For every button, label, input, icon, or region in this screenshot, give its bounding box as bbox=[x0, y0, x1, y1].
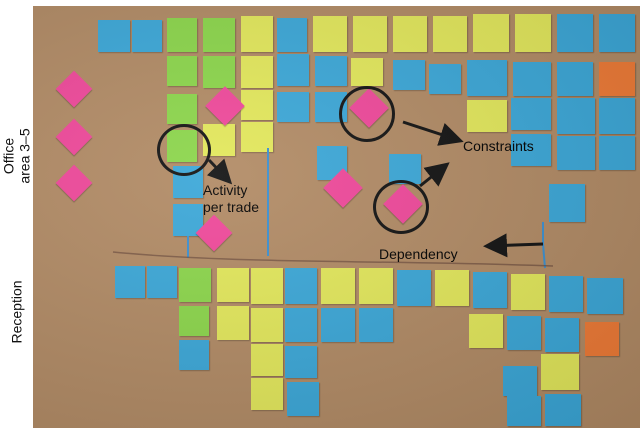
sticky-note bbox=[393, 60, 425, 90]
sticky-note bbox=[251, 344, 283, 376]
sticky-note bbox=[241, 16, 273, 52]
sticky-note bbox=[321, 268, 355, 304]
highlight-circle bbox=[373, 180, 429, 234]
sticky-note bbox=[507, 316, 541, 350]
sticky-note bbox=[179, 340, 209, 370]
sticky-note bbox=[241, 56, 273, 88]
sticky-note bbox=[179, 306, 209, 336]
sticky-note bbox=[203, 56, 235, 88]
sticky-note bbox=[585, 322, 619, 356]
sticky-note bbox=[503, 366, 537, 396]
sticky-note bbox=[513, 62, 551, 96]
arrow-to-constraints-2 bbox=[419, 162, 450, 188]
sticky-note bbox=[541, 354, 579, 390]
sticky-note bbox=[217, 306, 249, 340]
sticky-note bbox=[587, 278, 623, 314]
sticky-note bbox=[511, 98, 551, 130]
arrow-dependency bbox=[483, 233, 544, 258]
sticky-note bbox=[115, 266, 145, 298]
reception-text: Reception bbox=[8, 280, 25, 344]
sticky-note bbox=[147, 266, 177, 298]
sticky-note bbox=[98, 20, 130, 52]
constraints-label: Constraints bbox=[463, 138, 534, 154]
sticky-note bbox=[132, 20, 162, 52]
sticky-note bbox=[435, 270, 469, 306]
sticky-note bbox=[599, 14, 635, 52]
sticky-note bbox=[179, 268, 211, 302]
sticky-note bbox=[313, 16, 347, 52]
office-area-text: Office area 3–5 bbox=[0, 128, 33, 184]
sticky-note bbox=[167, 56, 197, 86]
sticky-note bbox=[393, 16, 427, 52]
sticky-note bbox=[557, 136, 595, 170]
sticky-note bbox=[351, 58, 383, 86]
sticky-note bbox=[241, 90, 273, 120]
dependency-line bbox=[542, 222, 546, 269]
sticky-note bbox=[557, 62, 593, 96]
sticky-note bbox=[203, 18, 235, 52]
office-area-label: Office area 3–5 bbox=[0, 96, 33, 216]
sticky-note bbox=[251, 268, 283, 304]
planning-board: Constraints Activity per trade Dependenc… bbox=[33, 6, 640, 428]
sticky-note bbox=[511, 134, 551, 166]
sticky-note bbox=[353, 16, 387, 52]
dependency-label: Dependency bbox=[379, 246, 458, 262]
highlight-circle bbox=[157, 124, 211, 176]
sticky-note bbox=[511, 274, 545, 310]
sticky-note bbox=[467, 100, 507, 132]
arrow-to-constraints bbox=[402, 120, 464, 146]
sticky-note bbox=[429, 64, 461, 94]
sticky-note bbox=[599, 98, 635, 134]
sticky-note bbox=[389, 154, 421, 184]
sticky-note bbox=[287, 382, 319, 416]
sticky-note bbox=[557, 14, 593, 52]
sticky-note bbox=[277, 18, 307, 52]
sticky-note bbox=[217, 268, 249, 302]
sticky-note bbox=[557, 98, 595, 134]
activity-label: Activity per trade bbox=[203, 182, 260, 215]
sticky-note bbox=[359, 308, 393, 342]
highlight-circle bbox=[339, 86, 395, 142]
sticky-note bbox=[433, 16, 467, 52]
sticky-note bbox=[549, 276, 583, 312]
sticky-note bbox=[241, 122, 273, 152]
sticky-note bbox=[515, 14, 551, 52]
sticky-note bbox=[473, 272, 507, 308]
sticky-note bbox=[277, 54, 309, 86]
sticky-note bbox=[507, 396, 541, 426]
sticky-note bbox=[167, 94, 197, 124]
sticky-note bbox=[315, 56, 347, 86]
sticky-note bbox=[359, 268, 393, 304]
sticky-note bbox=[545, 394, 581, 426]
annotation-overlay bbox=[112, 120, 554, 269]
sticky-note bbox=[285, 346, 317, 378]
sticky-note bbox=[545, 318, 579, 352]
sticky-note bbox=[467, 60, 507, 96]
sticky-note bbox=[599, 62, 635, 96]
sticky-note bbox=[167, 18, 197, 52]
sticky-note bbox=[251, 308, 283, 342]
sticky-note bbox=[473, 14, 509, 52]
reception-label: Reception bbox=[0, 262, 33, 362]
arrow-activity bbox=[206, 158, 233, 185]
sticky-note bbox=[321, 308, 355, 342]
string-line bbox=[112, 251, 554, 267]
sticky-note bbox=[285, 268, 317, 304]
sticky-note bbox=[599, 136, 635, 170]
sticky-note bbox=[285, 308, 317, 342]
sticky-note bbox=[549, 184, 585, 222]
sticky-note bbox=[277, 92, 309, 122]
sticky-note bbox=[251, 378, 283, 410]
sticky-note bbox=[397, 270, 431, 306]
sticky-note bbox=[469, 314, 503, 348]
